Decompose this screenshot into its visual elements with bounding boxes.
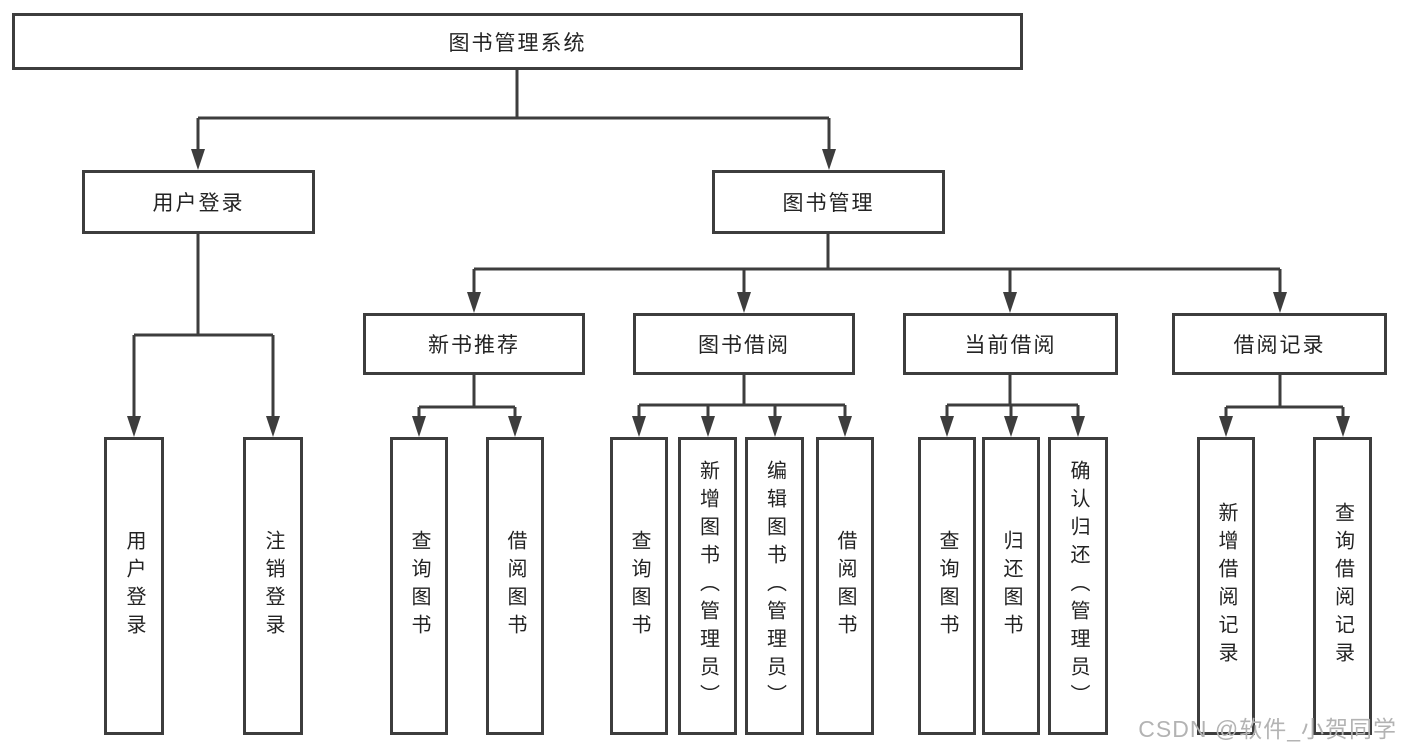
node-label: 图书借阅 [698,334,790,357]
node-user-login-branch: 用户登录 [82,170,315,234]
node-label: 用户登录 [152,192,245,215]
node-label: 归还图书 [1000,530,1022,642]
connector-book-mgmt-groups [467,233,1287,313]
connector-book-borrow-children [632,374,852,437]
node-root-system: 图书管理系统 [12,13,1023,70]
node-label: 新增借阅记录 [1215,502,1237,670]
node-label: 查询图书 [936,530,958,642]
node-label: 借阅图书 [504,530,526,642]
node-add-book-admin: 新增图书（管理员） [678,437,737,735]
node-label: 借阅记录 [1233,334,1326,357]
node-label: 借阅图书 [834,530,856,642]
node-query-borrow-record: 查询借阅记录 [1313,437,1372,735]
node-label: 查询图书 [628,530,650,642]
node-return-book: 归还图书 [982,437,1040,735]
node-query-book-2: 查询图书 [610,437,668,735]
node-label: 新书推荐 [428,334,520,357]
connector-root-to-branches [191,69,836,170]
connector-new-book-children [412,374,522,437]
node-borrow-book-2: 借阅图书 [816,437,874,735]
node-book-mgmt-branch: 图书管理 [712,170,945,234]
node-confirm-return-admin: 确认归还（管理员） [1048,437,1108,735]
node-new-book-recommend: 新书推荐 [363,313,585,375]
node-label: 查询借阅记录 [1331,502,1354,670]
node-query-book-3: 查询图书 [918,437,976,735]
node-label: 用户登录 [123,530,145,642]
node-borrow-book-1: 借阅图书 [486,437,544,735]
node-user-login-leaf: 用户登录 [104,437,164,735]
connector-current-borrow-children [940,374,1085,437]
node-current-borrow: 当前借阅 [903,313,1118,375]
node-label: 确认归还（管理员） [1067,460,1089,712]
node-label: 当前借阅 [964,334,1057,357]
node-borrow-record: 借阅记录 [1172,313,1387,375]
node-edit-book-admin: 编辑图书（管理员） [745,437,804,735]
connector-borrow-record-children [1219,374,1350,437]
node-label: 查询图书 [408,530,430,642]
node-label: 图书管理 [782,192,875,215]
connector-user-login-children [127,233,280,437]
node-label: 新增图书（管理员） [696,460,719,712]
node-logout-leaf: 注销登录 [243,437,303,735]
node-query-book-1: 查询图书 [390,437,448,735]
node-label: 编辑图书（管理员） [763,460,786,712]
node-label: 注销登录 [262,530,284,642]
csdn-watermark: CSDN @软件_小贺同学 [1138,716,1397,742]
node-label: 图书管理系统 [448,31,587,55]
node-add-borrow-record: 新增借阅记录 [1197,437,1255,735]
node-book-borrow: 图书借阅 [633,313,855,375]
